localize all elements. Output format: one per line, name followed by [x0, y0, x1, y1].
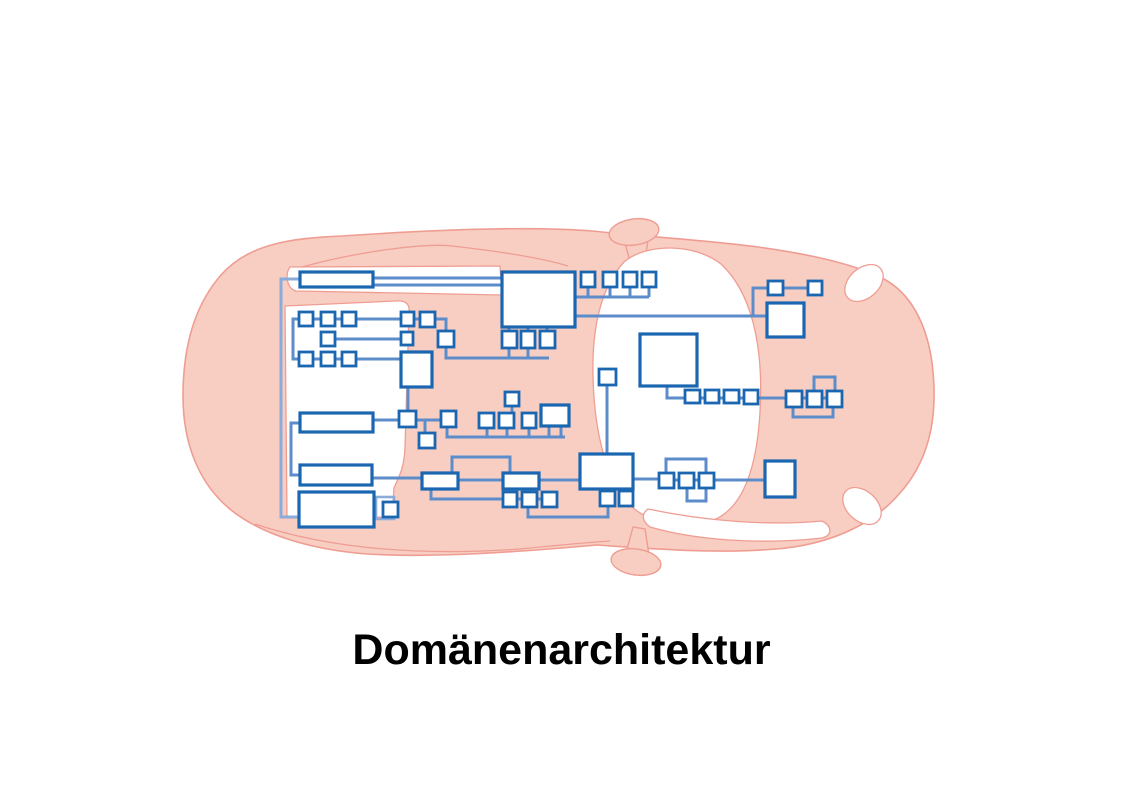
ecu-box — [520, 490, 539, 509]
ecu-box — [825, 389, 844, 409]
bus-line — [791, 407, 835, 419]
ecu-box — [601, 270, 619, 289]
bus-line — [526, 506, 610, 519]
ecu-box — [298, 411, 375, 434]
ecu-box — [399, 350, 434, 389]
ecu-box — [436, 329, 456, 349]
ecu-box — [417, 431, 437, 450]
ecu-box — [539, 403, 571, 428]
ecu-box — [500, 270, 577, 329]
ecu-box — [683, 388, 702, 405]
ecu-box — [703, 388, 721, 405]
body-crease-line — [254, 523, 611, 553]
ecu-box — [520, 411, 538, 430]
bus-line — [445, 427, 565, 439]
ecu-box — [806, 279, 824, 297]
ecu-box — [598, 489, 617, 508]
ecu-box — [519, 329, 537, 350]
side-mirror-head — [608, 217, 660, 247]
ecu-box — [381, 500, 400, 519]
ecu-box — [340, 310, 358, 328]
ecu-box — [297, 350, 315, 368]
bus-line — [435, 317, 448, 331]
ecu-box — [766, 279, 785, 297]
ecu-box — [540, 490, 559, 509]
ecu-box — [397, 409, 418, 429]
ecu-box — [579, 270, 597, 289]
ecu-box — [617, 489, 635, 508]
bus-line — [291, 317, 299, 361]
bus-line — [279, 277, 300, 519]
ecu-box — [319, 310, 337, 328]
bus-line — [751, 286, 768, 316]
ecu-box — [399, 330, 415, 347]
ecu-box — [501, 490, 519, 509]
ecu-box — [621, 270, 639, 289]
rear-light — [844, 263, 884, 303]
ecu-box — [597, 367, 618, 387]
ecu-box — [697, 471, 716, 490]
page-title: Domänenarchitektur — [352, 626, 771, 674]
bus-line — [450, 455, 512, 473]
bus-line — [444, 347, 549, 360]
ecu-box — [340, 350, 358, 368]
ecu-box — [420, 471, 460, 491]
ecu-box — [399, 310, 416, 328]
ecu-box — [298, 270, 375, 289]
body-crease-line — [301, 244, 569, 268]
ecu-box — [538, 329, 557, 350]
side-mirror-head — [610, 547, 662, 577]
ecu-box — [418, 310, 437, 329]
bus-line — [664, 457, 708, 473]
bus-line — [665, 386, 685, 400]
ecu-box — [742, 388, 760, 406]
bus-line — [812, 375, 837, 391]
ecu-box — [677, 471, 696, 490]
ecu-boxes-layer — [297, 270, 844, 529]
ecu-box — [477, 411, 496, 430]
ecu-box — [439, 409, 458, 429]
ecu-box — [298, 463, 374, 487]
ecu-box — [497, 411, 516, 430]
rear-window-band — [642, 508, 831, 542]
ecu-box — [503, 390, 521, 408]
ecu-box — [657, 471, 676, 490]
ecu-box — [297, 310, 315, 328]
ecu-box — [722, 388, 741, 405]
ecu-box — [805, 389, 824, 409]
rear-light — [842, 486, 882, 526]
ecu-box — [640, 270, 658, 289]
bus-line — [429, 489, 503, 501]
bus-line — [685, 488, 708, 503]
ecu-box — [319, 350, 337, 368]
ecu-box — [765, 301, 806, 339]
ecu-box — [500, 329, 519, 350]
ecu-box — [319, 330, 337, 348]
ecu-box — [784, 389, 804, 409]
ecu-box — [297, 490, 376, 529]
bus-line — [289, 421, 300, 477]
ecu-box — [763, 459, 797, 499]
ecu-box — [501, 471, 541, 491]
ecu-box — [578, 452, 635, 491]
ecu-box — [638, 332, 699, 388]
